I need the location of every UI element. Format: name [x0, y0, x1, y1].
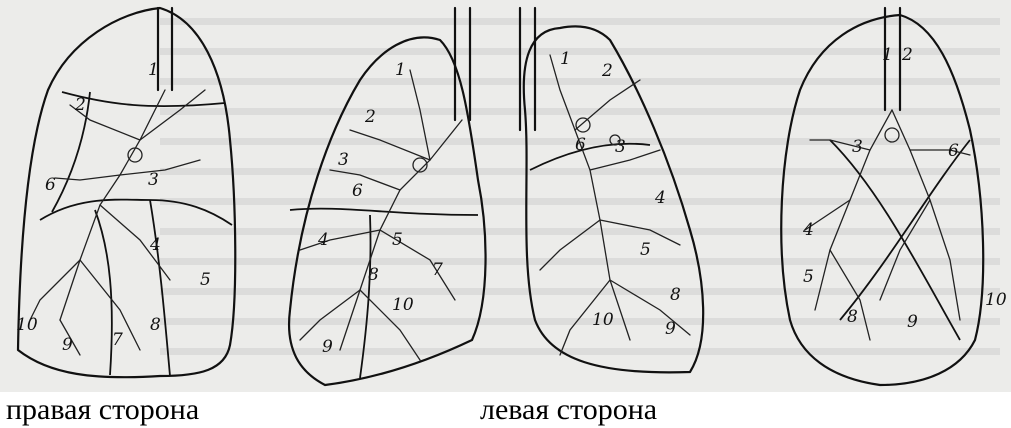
segment-label-left-medial-3: 3 [852, 137, 863, 157]
right-medial-fissure [530, 144, 650, 170]
segment-label-left-lateral-5: 5 [392, 230, 403, 250]
segment-label-right-medial-9: 9 [665, 319, 676, 339]
segment-label-left-medial-2: 2 [901, 45, 913, 65]
background-text-lines [160, 18, 1000, 355]
segment-label-left-lateral-4: 4 [317, 230, 329, 250]
scanned-figure: 1234567891012345678910123456891012345689… [0, 0, 1011, 392]
right-bronchial-tree [30, 90, 205, 355]
segment-label-left-medial-8: 8 [847, 307, 858, 327]
segment-label-left-medial-4: 4 [802, 220, 814, 240]
segment-label-right-lateral-3: 3 [148, 170, 159, 190]
segment-label-left-medial-9: 9 [907, 312, 918, 332]
segment-label-left-lateral-3: 3 [338, 150, 349, 170]
segment-label-right-lateral-9: 9 [62, 335, 73, 355]
segment-label-right-lateral-4: 4 [149, 235, 161, 255]
lung-segments-diagram: 1234567891012345678910123456891012345689… [0, 0, 1011, 392]
segment-label-left-lateral-6: 6 [352, 181, 363, 201]
segment-label-right-medial-8: 8 [670, 285, 681, 305]
segment-label-left-medial-6: 6 [948, 141, 959, 161]
segment-label-right-lateral-10: 10 [16, 315, 38, 335]
segment-label-right-lateral-1: 1 [148, 60, 159, 80]
left-oblique-fissure [290, 209, 478, 215]
caption-right-side: правая сторона [6, 392, 199, 428]
segment-label-right-lateral-7: 7 [112, 330, 123, 350]
segment-label-right-lateral-2: 2 [74, 95, 86, 115]
left-lung-lateral-view [289, 8, 486, 385]
right-segment-boundary-2 [95, 210, 112, 375]
segment-label-left-lateral-8: 8 [368, 265, 379, 285]
segment-label-left-medial-10: 10 [985, 290, 1007, 310]
segment-label-right-medial-4: 4 [654, 188, 666, 208]
segment-label-right-medial-3: 3 [615, 137, 626, 157]
caption-left-side: левая сторона [480, 392, 657, 428]
segment-label-right-medial-5: 5 [640, 240, 651, 260]
segment-label-right-medial-6: 6 [575, 135, 586, 155]
segment-label-left-lateral-9: 9 [322, 337, 333, 357]
segment-label-right-lateral-8: 8 [150, 315, 161, 335]
segment-label-right-medial-10: 10 [592, 310, 614, 330]
segment-label-left-lateral-7: 7 [432, 260, 443, 280]
segment-label-right-medial-1: 1 [560, 49, 571, 69]
segment-label-left-lateral-1: 1 [395, 60, 406, 80]
segment-label-left-lateral-10: 10 [392, 295, 414, 315]
segment-label-left-lateral-2: 2 [364, 107, 376, 127]
segment-label-right-lateral-6: 6 [45, 175, 56, 195]
segment-label-right-medial-2: 2 [601, 61, 613, 81]
segment-label-left-medial-1: 1 [882, 45, 893, 65]
segment-label-left-medial-5: 5 [803, 267, 814, 287]
segment-label-right-lateral-5: 5 [200, 270, 211, 290]
